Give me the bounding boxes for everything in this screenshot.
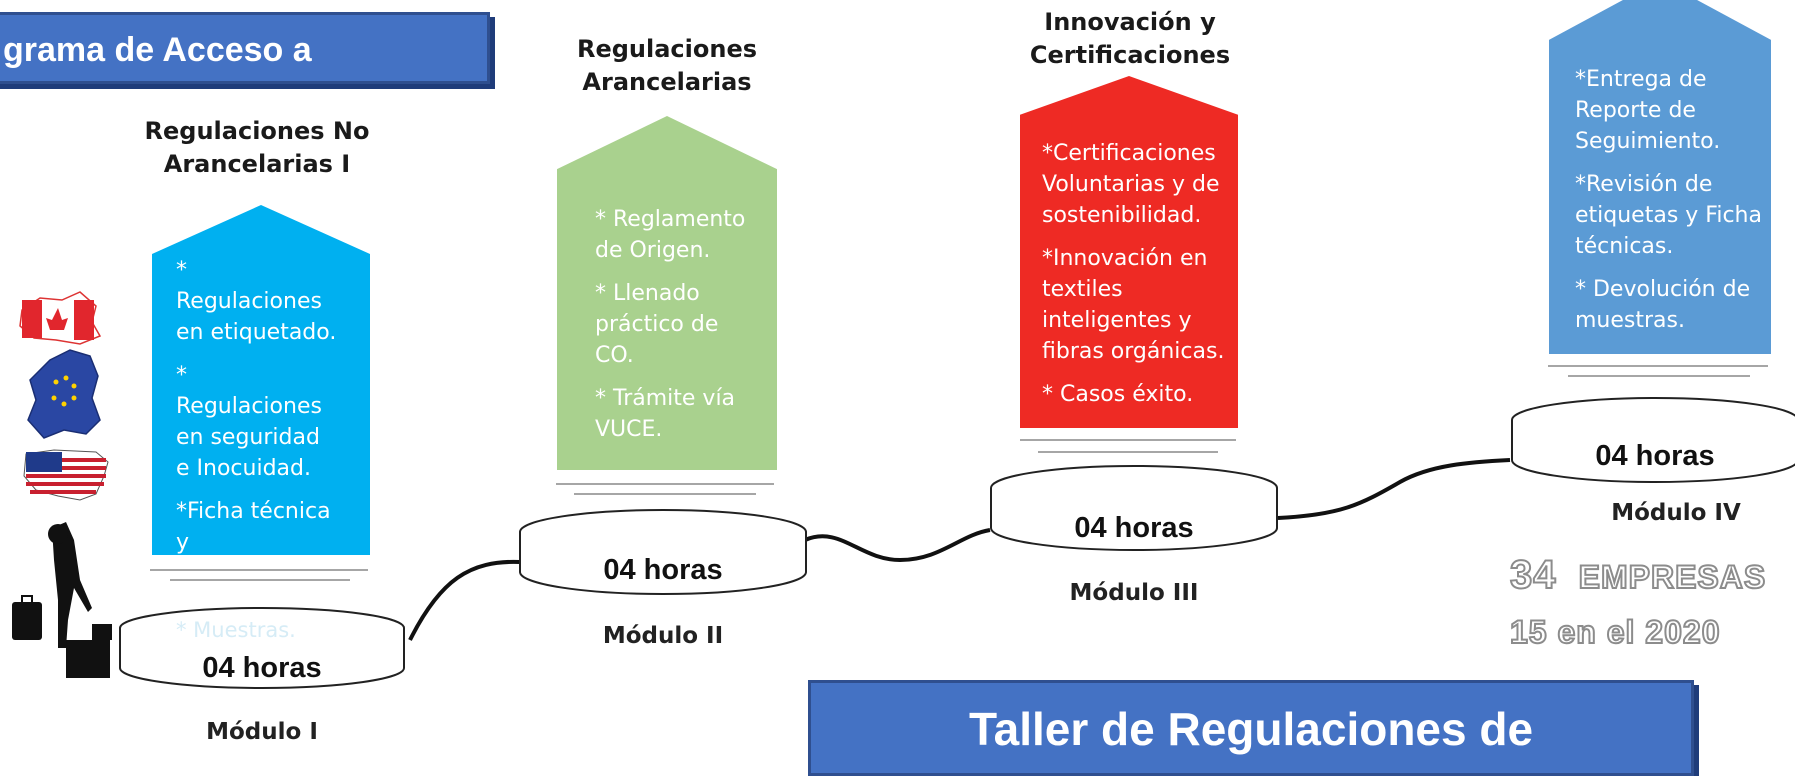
module-1-item-2: * Regulaciones en seguridad e Inocuidad.	[176, 363, 322, 481]
usa-map-icon	[23, 449, 109, 501]
module-1-title: Regulaciones No Arancelarias I	[144, 117, 370, 178]
arrow-reflection-lines	[150, 365, 1768, 581]
module-3-item-3: * Casos éxito.	[1042, 382, 1194, 407]
program-title-text: grama de Acceso a	[3, 31, 312, 69]
module-2-arrow: * Reglamento de Origen. * Llenado prácti…	[557, 116, 777, 470]
module-3-title: Innovación y Certificaciones	[1029, 8, 1231, 69]
module-4-hours: 04 horas	[1595, 440, 1715, 472]
module-1-item-4: * Muestras.	[176, 618, 296, 642]
module-2-label: Módulo II	[602, 623, 724, 649]
module-4-label: Módulo IV	[1611, 500, 1741, 526]
module-1-arrow: * Regulaciones en etiquetado. * Regulaci…	[152, 205, 370, 555]
disc-module-4	[1511, 397, 1795, 483]
workshop-title-text: Taller de Regulaciones de	[968, 703, 1534, 755]
timeline-path	[12, 291, 1795, 689]
module-1-label: Módulo I	[206, 719, 318, 745]
europe-map-icon	[27, 349, 101, 439]
program-title-banner: grama de Acceso a	[0, 12, 490, 84]
module-3-arrow: *Certificaciones Voluntarias y de sosten…	[1020, 76, 1238, 428]
module-4-item-2: *Revisión de etiquetas y Ficha técnicas.	[1575, 172, 1762, 259]
module-1-item-3: *Ficha técnica y	[176, 499, 331, 555]
disc-module-2	[519, 509, 807, 595]
module-2-item-2: * Llenado práctico de CO.	[595, 281, 719, 368]
module-4-arrow: *Entrega de Reporte de Seguimiento. *Rev…	[1549, 0, 1771, 354]
module-3-item-1: *Certificaciones Voluntarias y de sosten…	[1042, 141, 1220, 228]
company-count: 34 EMPRESAS	[1509, 552, 1767, 600]
company-count-unit: EMPRESAS	[1578, 558, 1767, 596]
canada-map-icon	[19, 291, 102, 345]
disc-module-1	[119, 607, 405, 689]
module-3-hours: 04 horas	[1074, 512, 1194, 544]
module-1-item-1: * Regulaciones en etiquetado.	[176, 258, 337, 345]
module-4-item-1: *Entrega de Reporte de Seguimiento.	[1575, 67, 1721, 154]
companies-2020: 15 en el 2020	[1509, 613, 1721, 651]
module-3-item-2: *Innovación en textiles inteligentes y f…	[1042, 246, 1225, 364]
module-2-item-3: * Trámite vía VUCE.	[595, 386, 736, 442]
module-1-hours: 04 horas	[202, 652, 322, 684]
company-count-number: 34	[1509, 552, 1557, 598]
module-3-label: Módulo III	[1069, 580, 1199, 606]
timeline-curve	[408, 458, 1511, 641]
module-2-title: Regulaciones Arancelarias	[576, 35, 758, 96]
module-2-hours: 04 horas	[603, 554, 723, 586]
businessman-climbing-icon	[12, 522, 112, 678]
module-4-item-3: * Devolución de muestras.	[1575, 277, 1751, 333]
module-2-item-1: * Reglamento de Origen.	[595, 207, 746, 263]
disc-module-3	[990, 465, 1278, 551]
